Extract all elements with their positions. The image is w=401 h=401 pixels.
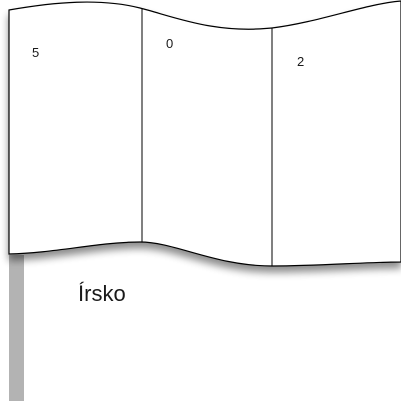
flag-stripe-number-3: 2 (297, 54, 304, 69)
flag-stripe-number-1: 5 (32, 45, 39, 60)
flag-pole (9, 255, 24, 401)
flag-body (8, 0, 401, 267)
country-name-label: Írsko (78, 281, 126, 306)
flag-stripe-number-2: 0 (166, 36, 173, 51)
flag-cloth (8, 0, 401, 267)
